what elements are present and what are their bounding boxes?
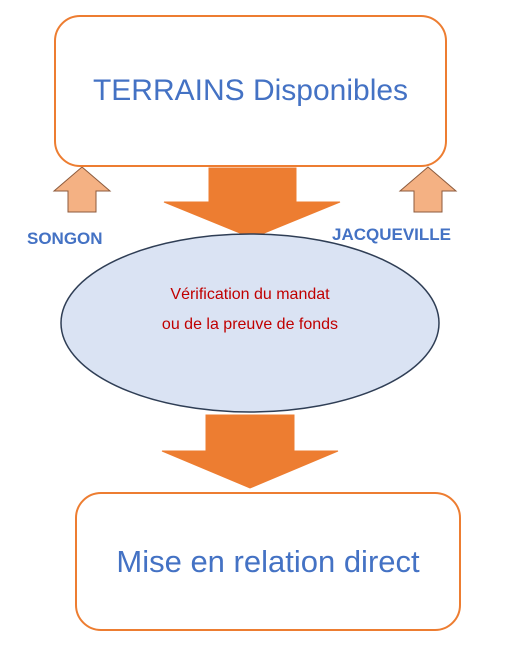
jacqueville-label: JACQUEVILLE: [332, 225, 452, 244]
verification-oval: [60, 233, 440, 413]
terrains-box: TERRAINS Disponibles: [54, 15, 447, 167]
up-arrow-right-icon: [398, 166, 458, 213]
down-arrow-bottom-icon: [161, 414, 339, 489]
verification-line-2: ou de la preuve de fonds: [161, 316, 339, 333]
up-arrow-left-icon: [52, 166, 112, 213]
down-arrow-top-icon: [163, 167, 341, 239]
verification-text: Vérification du mandat ou de la preuve d…: [60, 280, 440, 340]
relation-box: Mise en relation direct: [75, 492, 461, 631]
songon-label: SONGON: [27, 229, 103, 248]
relation-title: Mise en relation direct: [116, 543, 420, 579]
terrains-title: TERRAINS Disponibles: [92, 74, 409, 107]
verification-line-1: Vérification du mandat: [170, 286, 330, 303]
